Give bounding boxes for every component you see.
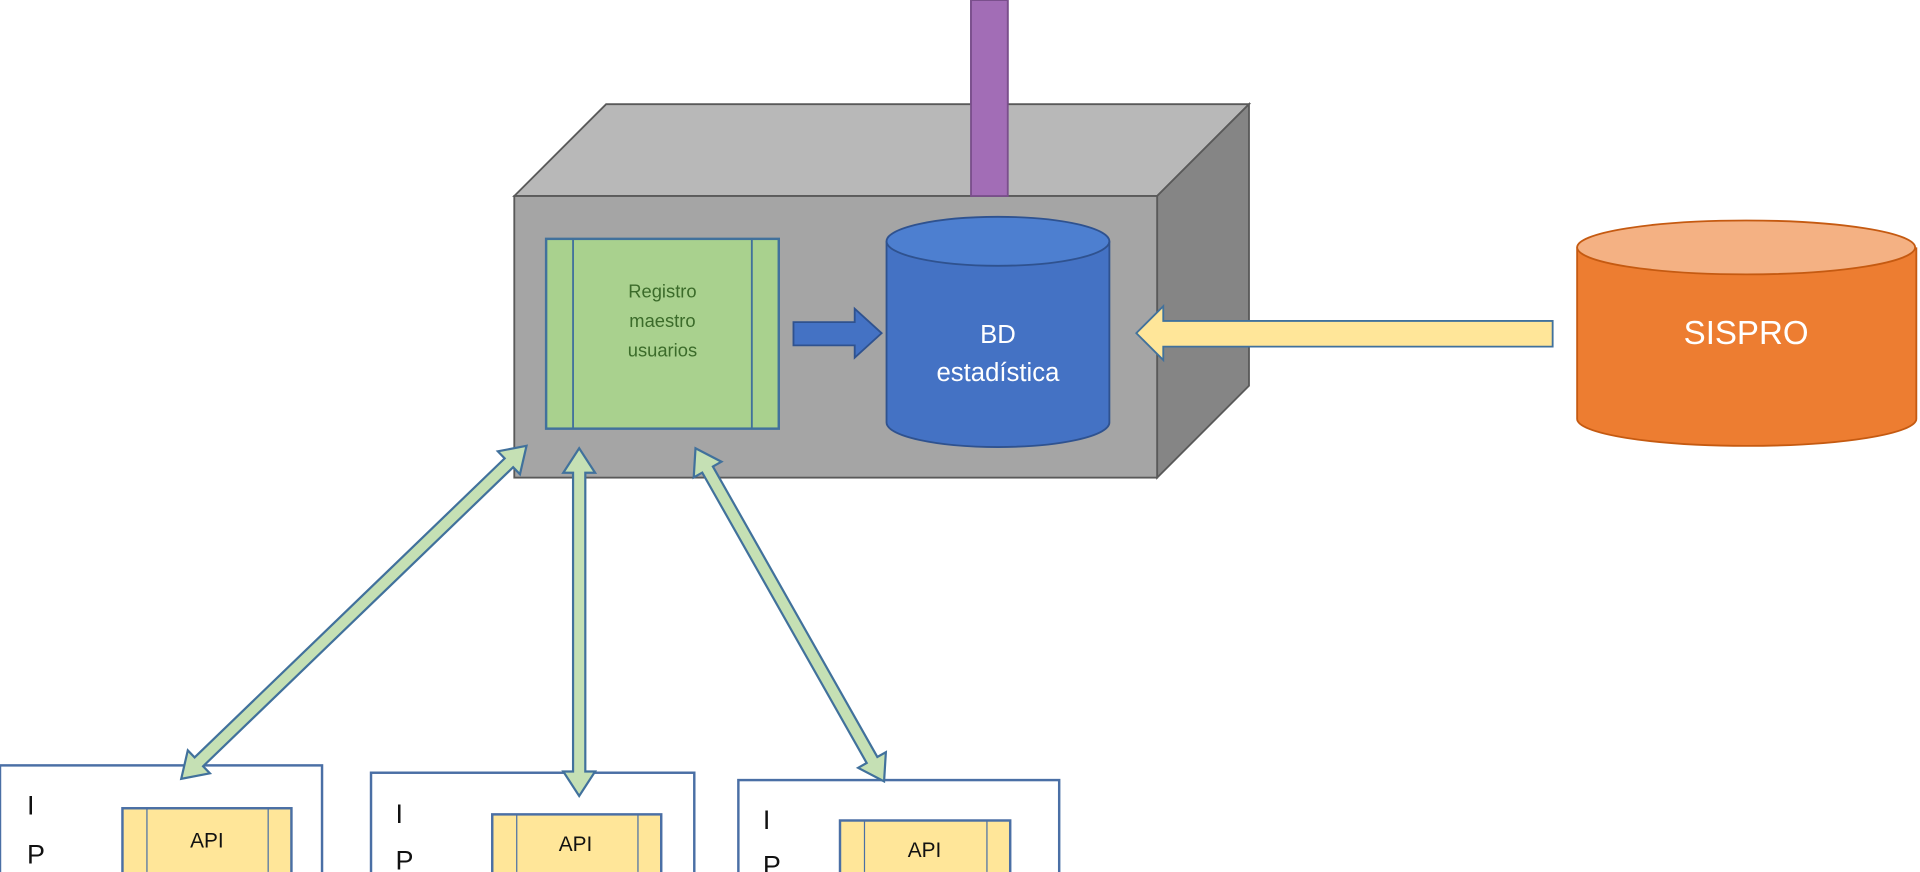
api-label: API	[559, 833, 593, 856]
client-letter-i: I	[763, 805, 770, 835]
client-box-2[interactable]: I P API	[369, 771, 696, 872]
server-box-top	[512, 103, 1252, 197]
bidirectional-arrow-client-2	[561, 446, 598, 799]
process-label-line-2: maestro	[629, 310, 695, 331]
client-letter-p: P	[27, 839, 45, 869]
client-box-1[interactable]: I P API	[0, 764, 324, 872]
client-letter-p: P	[396, 845, 414, 872]
bidirectional-arrow-client-3	[692, 446, 888, 784]
registro-maestro-process[interactable]: Registro maestro usuarios	[544, 237, 780, 430]
db-label-line-1: BD	[980, 321, 1016, 349]
api-label: API	[190, 829, 224, 852]
client-letter-i: I	[27, 790, 34, 820]
purple-connector-overlay	[970, 0, 1009, 197]
client-box-3[interactable]: I P API	[737, 778, 1061, 872]
bd-estadistica-database[interactable]: BD estadística	[885, 215, 1111, 448]
db-label-line-2: estadística	[937, 359, 1061, 387]
bidirectional-arrow-client-1	[179, 444, 528, 781]
client-letter-i: I	[396, 799, 403, 829]
client-letter-p: P	[763, 850, 781, 872]
sispro-label: SISPRO	[1684, 315, 1809, 352]
sispro-database[interactable]: SISPRO	[1576, 219, 1918, 447]
api-label: API	[908, 839, 942, 862]
process-label-line-3: usuarios	[628, 339, 697, 360]
process-to-db-arrow	[792, 306, 883, 360]
sispro-to-db-arrow	[1135, 303, 1554, 363]
process-label-line-1: Registro	[628, 281, 696, 302]
